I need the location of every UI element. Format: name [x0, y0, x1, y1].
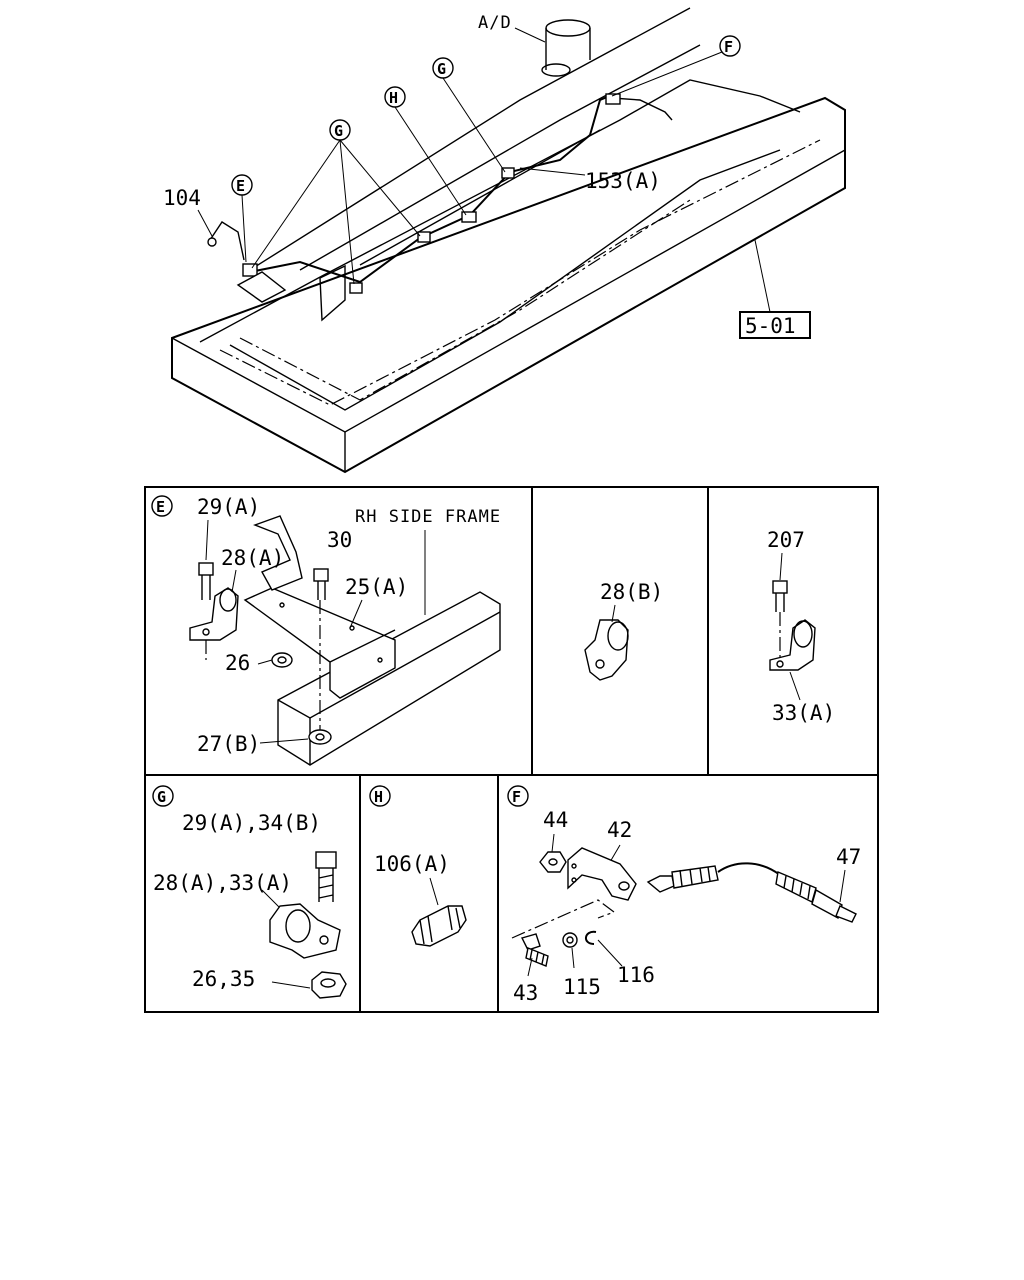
hose-line-end	[611, 97, 673, 121]
label-25a: 25(A)	[345, 575, 408, 599]
label-28a: 28(A)	[221, 546, 284, 570]
detail-207-panel: 207 33(A)	[767, 528, 835, 725]
detail-h-marker: H	[374, 788, 383, 806]
label-115: 115	[563, 975, 601, 999]
side-member	[249, 7, 701, 271]
label-43: 43	[513, 981, 538, 1005]
label-29a: 29(A)	[197, 495, 260, 519]
svg-text:F: F	[724, 38, 733, 56]
callout-g-main-right: G	[432, 57, 506, 173]
detail-grid	[144, 486, 879, 1013]
rh-side-frame-label: RH SIDE FRAME	[355, 507, 501, 527]
label-104: 104	[163, 186, 201, 210]
callout-e-main: E	[231, 174, 253, 263]
label-26-35: 26,35	[192, 967, 255, 991]
label-42: 42	[607, 818, 632, 842]
label-29a-34b: 29(A),34(B)	[182, 811, 321, 835]
connector-h	[461, 211, 477, 223]
callout-f-main: F	[611, 35, 741, 97]
detail-g-panel: G 29(A),34(B) 28(A),33(A) 26,35	[152, 785, 347, 999]
hose-line	[249, 94, 613, 284]
label-33a: 33(A)	[772, 701, 835, 725]
label-28a-33a: 28(A),33(A)	[153, 871, 292, 895]
label-207: 207	[767, 528, 805, 552]
label-ad: A/D	[478, 13, 512, 33]
detail-f-marker: F	[512, 788, 521, 806]
clip-3	[417, 231, 431, 243]
callout-g-main-left: G	[251, 119, 421, 285]
frame-outer-outline	[171, 96, 846, 474]
bracket-e-plate	[236, 271, 287, 303]
clip-4	[501, 167, 515, 179]
detail-h-panel: H 106(A)	[369, 785, 467, 947]
fitting-f	[605, 93, 621, 105]
label-30: 30	[327, 528, 352, 552]
leader-ad	[514, 27, 546, 43]
part-104-plug	[207, 237, 217, 247]
svg-text:H: H	[389, 89, 398, 107]
detail-28b-panel: 28(B)	[584, 580, 663, 681]
svg-text:G: G	[437, 60, 446, 78]
detail-e-panel: E RH SIDE FRAME 29(A) 28(A) 30 25(A)	[151, 495, 501, 766]
label-26: 26	[225, 651, 250, 675]
label-28b: 28(B)	[600, 580, 663, 604]
label-44: 44	[543, 808, 568, 832]
detail-f-panel: F 44 42 47 43 115	[507, 785, 861, 1005]
detail-g-marker: G	[157, 788, 166, 806]
label-27b: 27(B)	[197, 732, 260, 756]
bracket-g-plate	[319, 264, 346, 322]
label-153a: 153(A)	[585, 169, 661, 193]
label-47: 47	[836, 845, 861, 869]
frame-centerline-a	[219, 139, 821, 406]
ref-box-5-01	[739, 311, 811, 339]
ad-cylinder	[541, 19, 591, 77]
part-104-wire	[209, 221, 245, 261]
main-chassis-view: A/D 104 E G	[163, 7, 846, 474]
svg-text:G: G	[334, 122, 343, 140]
frame-centerline-b	[239, 199, 691, 401]
clip-1	[242, 263, 258, 277]
label-116: 116	[617, 963, 655, 987]
frame-inner-rail	[199, 79, 801, 411]
svg-text:E: E	[236, 177, 245, 195]
callout-h-main: H	[384, 86, 467, 216]
detail-e-marker: E	[156, 498, 165, 516]
label-5-01: 5-01	[745, 314, 796, 338]
clip-2	[349, 282, 363, 294]
label-106a: 106(A)	[374, 852, 450, 876]
